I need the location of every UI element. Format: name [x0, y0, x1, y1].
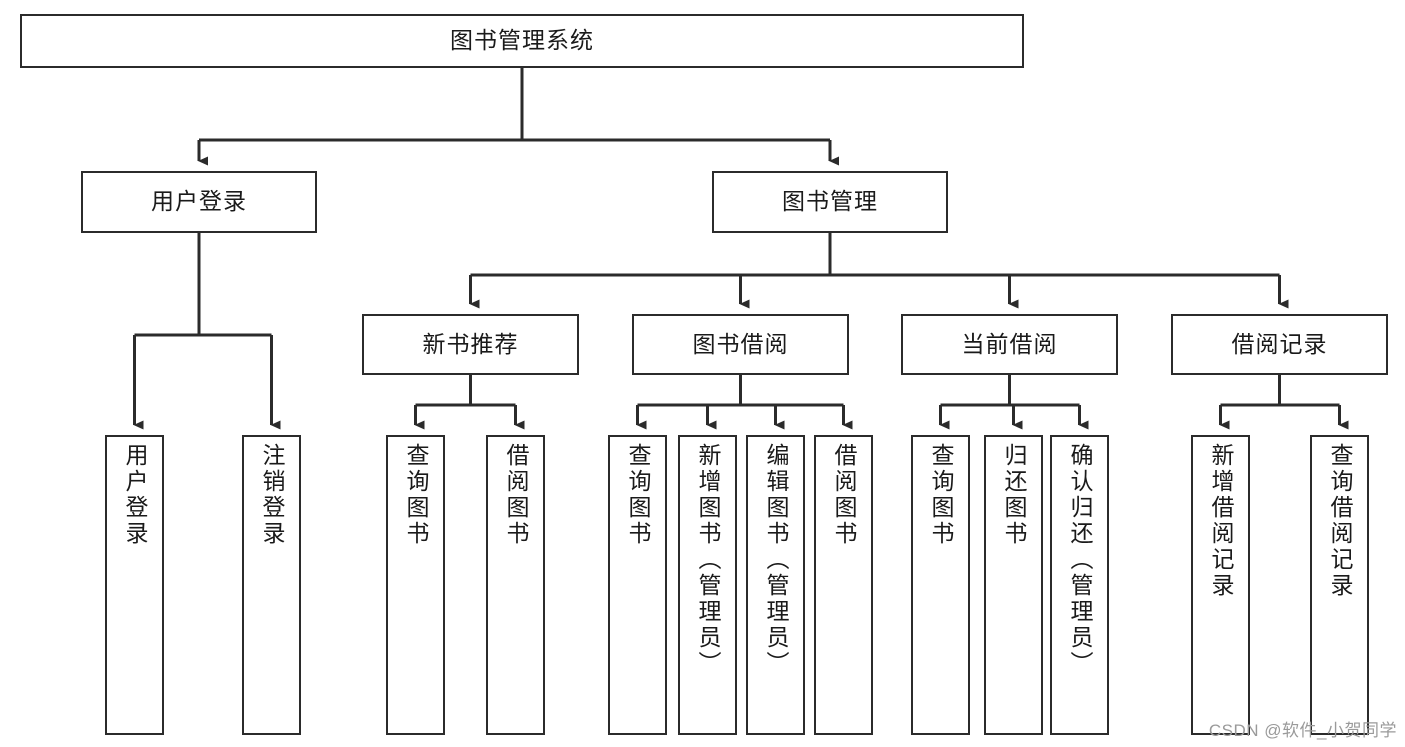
leaf-edit-book-admin-label: 编辑图书（管理员）	[763, 443, 789, 677]
node-book-borrow[interactable]: 图书借阅	[632, 314, 849, 375]
leaf-confirm-return-admin[interactable]: 确认归还（管理员）	[1050, 435, 1109, 735]
leaf-confirm-return-admin-label: 确认归还（管理员）	[1067, 443, 1093, 677]
leaf-return-book[interactable]: 归还图书	[984, 435, 1043, 735]
leaf-add-borrow-record-label: 新增借阅记录	[1208, 443, 1234, 599]
node-new-book-recommend-label: 新书推荐	[422, 330, 519, 357]
leaf-query-books-borrow-label: 查询图书	[625, 443, 651, 547]
leaf-borrow-book-label: 借阅图书	[831, 443, 857, 547]
node-user-login[interactable]: 用户登录	[81, 171, 317, 233]
node-root-label: 图书管理系统	[450, 27, 594, 54]
leaf-query-borrow-record[interactable]: 查询借阅记录	[1310, 435, 1369, 735]
leaf-user-login[interactable]: 用户登录	[105, 435, 164, 735]
leaf-edit-book-admin[interactable]: 编辑图书（管理员）	[746, 435, 805, 735]
leaf-add-book-admin-label: 新增图书（管理员）	[695, 443, 721, 677]
node-new-book-recommend[interactable]: 新书推荐	[362, 314, 579, 375]
leaf-user-login-label: 用户登录	[122, 443, 148, 547]
node-book-management-label: 图书管理	[782, 188, 878, 215]
node-book-borrow-label: 图书借阅	[692, 330, 789, 357]
leaf-borrow-book[interactable]: 借阅图书	[814, 435, 873, 735]
leaf-logout[interactable]: 注销登录	[242, 435, 301, 735]
watermark: CSDN @软件_小贺同学	[1208, 721, 1397, 740]
leaf-add-book-admin[interactable]: 新增图书（管理员）	[678, 435, 737, 735]
node-current-borrow[interactable]: 当前借阅	[901, 314, 1118, 375]
leaf-add-borrow-record[interactable]: 新增借阅记录	[1191, 435, 1250, 735]
leaf-borrow-books-recommend-label: 借阅图书	[503, 443, 529, 547]
node-book-management[interactable]: 图书管理	[712, 171, 948, 233]
leaf-query-books-recommend[interactable]: 查询图书	[386, 435, 445, 735]
leaf-query-borrow-record-label: 查询借阅记录	[1327, 443, 1353, 599]
node-user-login-label: 用户登录	[151, 188, 247, 215]
node-current-borrow-label: 当前借阅	[961, 330, 1058, 357]
leaf-query-books-recommend-label: 查询图书	[403, 443, 429, 547]
node-root[interactable]: 图书管理系统	[20, 14, 1024, 68]
leaf-logout-label: 注销登录	[259, 443, 285, 547]
leaf-return-book-label: 归还图书	[1001, 443, 1027, 547]
leaf-query-books-current[interactable]: 查询图书	[911, 435, 970, 735]
node-borrow-records[interactable]: 借阅记录	[1171, 314, 1388, 375]
leaf-query-books-borrow[interactable]: 查询图书	[608, 435, 667, 735]
leaf-borrow-books-recommend[interactable]: 借阅图书	[486, 435, 545, 735]
node-borrow-records-label: 借阅记录	[1231, 330, 1328, 357]
leaf-query-books-current-label: 查询图书	[928, 443, 954, 547]
